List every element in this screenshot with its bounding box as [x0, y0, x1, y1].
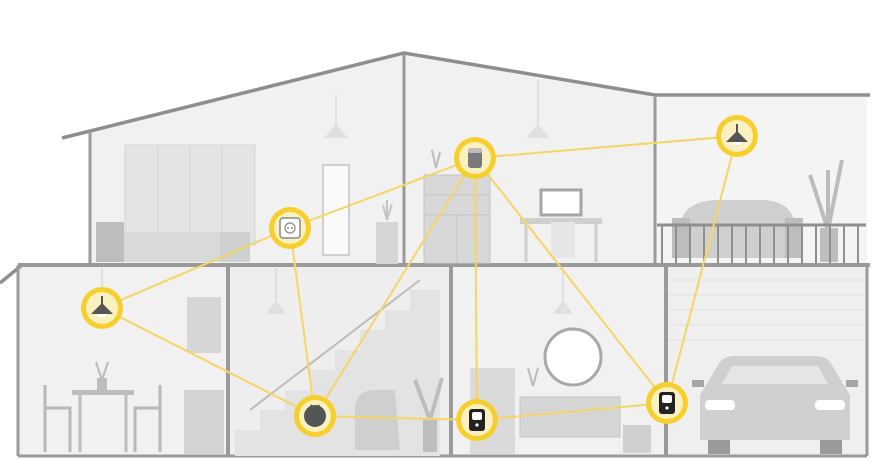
smart-plug-icon: [469, 409, 485, 431]
plant-icon: [95, 361, 109, 381]
smart-speaker-icon: [468, 148, 482, 168]
robot-vacuum-icon: [304, 404, 326, 427]
network-link: [314, 415, 478, 421]
network-node-dining-lamp: [81, 287, 123, 329]
armchair: [355, 390, 400, 450]
furniture: [43, 80, 866, 456]
garage-door: [668, 279, 865, 341]
network-link: [101, 307, 316, 417]
plant-icon: [808, 159, 844, 231]
radiator: [623, 425, 651, 453]
network-link: [474, 135, 738, 159]
round-mirror: [543, 327, 603, 387]
network-link: [666, 135, 738, 404]
plant-icon: [431, 149, 441, 169]
wall-outlet-icon: [279, 217, 301, 239]
ceiling-lamp-icon: [324, 124, 348, 138]
fridge: [184, 390, 224, 454]
ceiling-lamp-icon: [91, 296, 113, 317]
chair: [133, 385, 162, 452]
ceiling-lamp-icon: [553, 300, 573, 314]
plant-icon: [382, 200, 393, 221]
sofa: [680, 200, 795, 258]
plant-icon: [413, 377, 444, 421]
roof-left: [61, 51, 870, 140]
network-node-smart-speaker: [454, 137, 496, 179]
chair: [43, 385, 72, 452]
desk: [520, 218, 602, 224]
network-links: [101, 135, 738, 421]
network-link: [314, 157, 476, 417]
network-node-plug-hub-center: [456, 399, 498, 441]
network-node-garage-lamp: [716, 115, 758, 157]
network-link: [476, 402, 668, 421]
balcony-railing: [657, 223, 866, 263]
network-link: [289, 157, 476, 229]
network-node-robot-vacuum: [294, 395, 336, 437]
plant-icon: [527, 367, 539, 387]
network-link: [474, 157, 478, 421]
network-nodes: [81, 115, 758, 441]
ceiling-lamp-icon: [726, 124, 748, 145]
cabinet: [187, 297, 221, 353]
smart-plug-icon: [659, 392, 675, 414]
ceiling-lamp-icon: [266, 300, 286, 314]
sideboard: [519, 396, 621, 438]
network-link: [101, 227, 291, 309]
monitor: [539, 188, 583, 217]
network-link: [474, 157, 668, 404]
network-node-wall-outlet: [269, 207, 311, 249]
dining-table: [72, 390, 134, 395]
ceiling-lamp-icon: [526, 124, 550, 138]
network-node-plug-hub-garage: [646, 382, 688, 424]
network-link: [289, 227, 316, 417]
